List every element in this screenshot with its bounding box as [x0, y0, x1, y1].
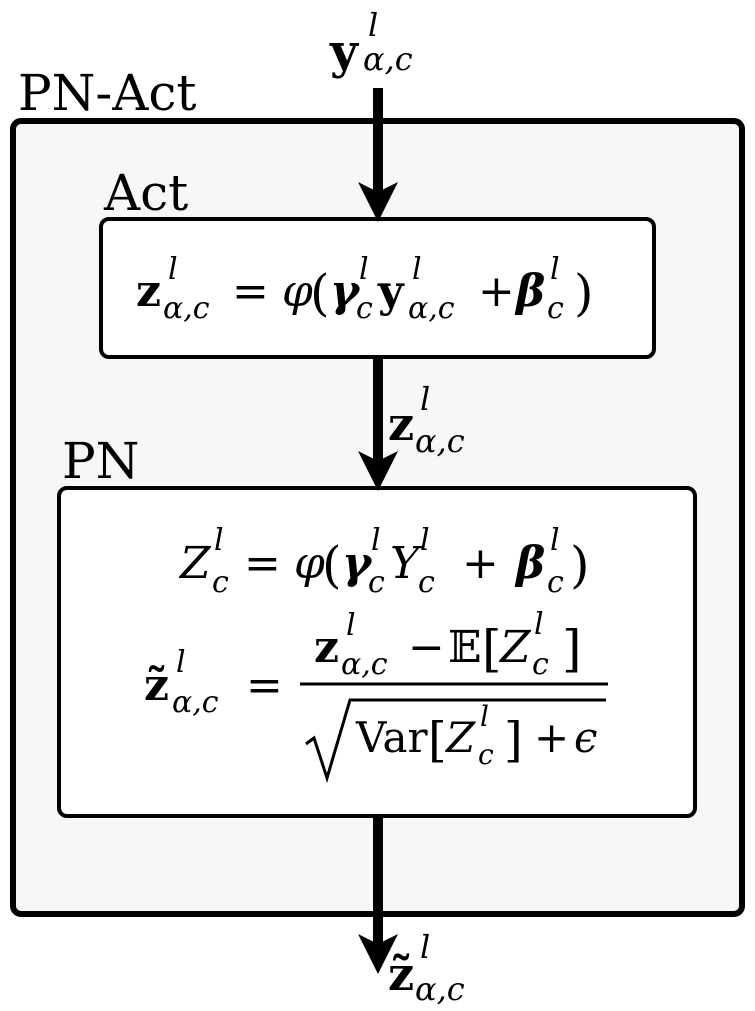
svg-text:l: l [480, 700, 489, 733]
svg-text:[: [ [482, 620, 502, 678]
svg-text:): ) [570, 536, 590, 594]
svg-text:α,c: α,c [415, 970, 465, 1008]
svg-text:l: l [359, 252, 369, 287]
svg-text:α,c: α,c [341, 647, 388, 682]
svg-text:c: c [478, 738, 494, 771]
pn-equation-1: Z l c = φ ( γ l c Y l c + β l c ) [178, 523, 590, 600]
svg-text:(: ( [310, 264, 330, 322]
svg-text:Y: Y [390, 538, 423, 589]
svg-text:Z: Z [444, 713, 476, 762]
svg-text:β: β [514, 538, 545, 589]
svg-text:γ: γ [330, 266, 361, 317]
svg-text:c: c [547, 565, 564, 600]
svg-text:l: l [534, 607, 544, 642]
svg-text:l: l [412, 252, 422, 287]
svg-text:(: ( [322, 536, 342, 594]
svg-text:φ: φ [294, 538, 325, 589]
svg-text:γ: γ [342, 538, 373, 589]
svg-text:c: c [212, 565, 229, 600]
svg-text:): ) [574, 264, 594, 322]
output-signal: z̃ l α,c [388, 928, 465, 1008]
svg-text:l: l [420, 380, 430, 418]
svg-text:=: = [244, 538, 281, 589]
svg-text:c: c [418, 565, 435, 600]
act-label: Act [103, 164, 188, 222]
svg-text:α,c: α,c [408, 291, 455, 326]
svg-text:]: ] [562, 620, 582, 678]
svg-text:α,c: α,c [172, 685, 219, 720]
sqrt-sign [305, 698, 606, 784]
svg-text:=: = [232, 266, 269, 317]
svg-text:l: l [420, 928, 430, 966]
svg-text:l: l [176, 645, 186, 680]
svg-text:−: − [408, 622, 445, 673]
svg-text:l: l [346, 608, 356, 643]
svg-text:l: l [368, 6, 378, 44]
svg-text:φ: φ [282, 266, 313, 317]
pn-label: PN [62, 432, 139, 490]
svg-text:+: + [534, 713, 569, 762]
svg-text:y: y [377, 266, 405, 317]
pn-equation-2: z̃ l α,c = z l α,c − 𝔼 [ Z l c ] Var [ Z… [144, 607, 608, 784]
svg-text:α,c: α,c [415, 422, 465, 460]
input-signal: y l α,c [329, 6, 413, 80]
svg-text:α,c: α,c [363, 40, 413, 78]
svg-text:β: β [514, 266, 545, 317]
svg-text:z̃: z̃ [144, 660, 169, 711]
svg-text:c: c [368, 565, 385, 600]
svg-text:Var: Var [355, 713, 429, 762]
svg-text:c: c [532, 647, 549, 682]
svg-text:+: + [462, 538, 499, 589]
svg-text:α,c: α,c [163, 291, 210, 326]
svg-text:z: z [136, 266, 161, 317]
svg-text:l: l [371, 523, 381, 558]
svg-text:l: l [550, 523, 560, 558]
svg-text:l: l [420, 523, 430, 558]
mid-signal: z l α,c [388, 380, 465, 460]
svg-text:y: y [329, 24, 360, 80]
svg-text:Z: Z [178, 538, 212, 589]
pn-act-label: PN-Act [18, 64, 197, 122]
svg-text:l: l [168, 252, 178, 287]
svg-text:c: c [547, 291, 564, 326]
svg-text:z̃: z̃ [388, 947, 414, 1001]
svg-text:[: [ [428, 712, 447, 768]
svg-text:l: l [214, 523, 224, 558]
svg-text:=: = [246, 660, 283, 711]
svg-text:l: l [550, 252, 560, 287]
svg-text:z: z [388, 397, 414, 451]
act-equation: z l α,c = φ ( γ l c y l α,c + β l c ) [136, 252, 594, 326]
svg-text:Z: Z [498, 622, 532, 673]
svg-text:+: + [478, 266, 515, 317]
svg-text:z: z [314, 622, 339, 673]
svg-text:𝔼: 𝔼 [448, 622, 482, 673]
svg-text:]: ] [504, 712, 523, 768]
svg-text:ϵ: ϵ [574, 713, 598, 762]
svg-text:c: c [356, 291, 373, 326]
